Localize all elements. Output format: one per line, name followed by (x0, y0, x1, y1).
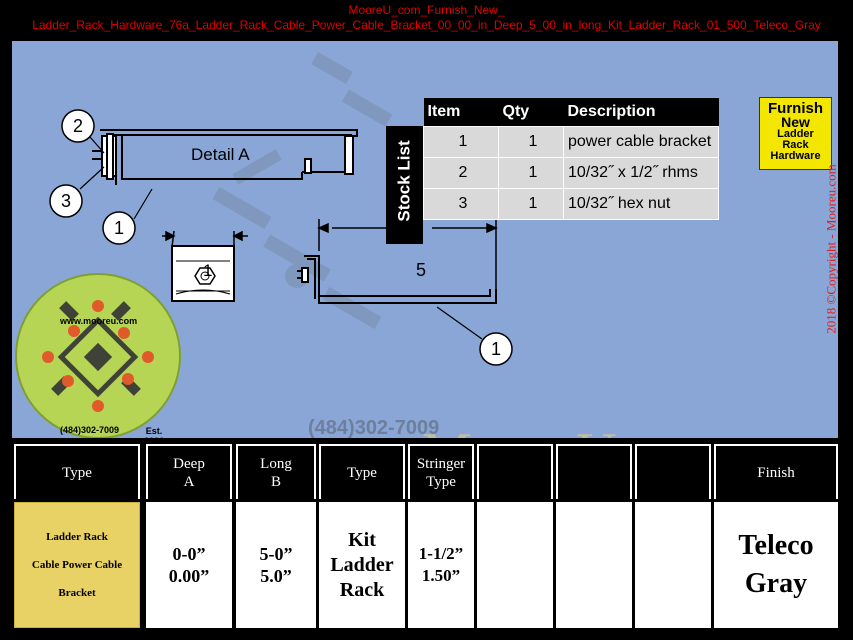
badge-line-2: New (781, 114, 810, 130)
furnish-new-badge: Furnish New Ladder Rack Hardware (759, 97, 832, 170)
value-deep-line-2: 0.00” (168, 566, 210, 586)
badge-line-4: Rack (782, 139, 809, 151)
callout-2 (61, 109, 95, 143)
logo-est-label: Est. (145, 426, 163, 436)
item-cell: 2 (423, 157, 499, 189)
leader-1a (133, 188, 153, 220)
value-deep: 0-0” 0.00” (146, 502, 232, 628)
header-blank-1 (477, 444, 553, 499)
callout-3 (49, 184, 83, 218)
value-type: Ladder Rack Cable Power Cable Bracket (14, 502, 140, 628)
callout-1b (479, 332, 513, 366)
qty-cell: 1 (498, 188, 564, 220)
callout-1a-text: 1 (114, 218, 124, 238)
value-kit-line-2: Ladder (330, 553, 394, 576)
value-finish: Teleco Gray (714, 502, 838, 628)
dim-width-label: 1 (203, 261, 213, 280)
header-long: Long B (236, 444, 316, 499)
bracket-front-view (171, 245, 235, 302)
header-deep: Deep A (146, 444, 232, 499)
value-blank-1 (477, 502, 553, 628)
watermark-brand: MooreU.com (422, 421, 732, 438)
header-type: Type (14, 444, 140, 499)
header-type-2: Type (319, 444, 405, 499)
col-qty: Qty (498, 98, 564, 127)
table-row: 2 1 10/32˝ x 1/2˝ rhms (423, 157, 719, 189)
badge-line-1: Furnish (768, 100, 823, 117)
watermark-pattern (212, 51, 393, 330)
value-stringer: 1-1/2” 1.50” (408, 502, 474, 628)
bracket-detail-a (92, 129, 358, 185)
item-cell: 3 (423, 188, 499, 220)
mooreu-logo (15, 273, 181, 438)
value-deep-line-1: 0-0” (172, 544, 206, 564)
bracket-side-view (297, 255, 497, 304)
value-stringer-line-1: 1-1/2” (418, 544, 464, 563)
header-stringer-type: Stringer Type (408, 444, 474, 499)
leader-2 (89, 136, 105, 154)
value-finish-line-2: Gray (744, 568, 808, 599)
callout-1a (102, 211, 136, 245)
value-kit-type: Kit Ladder Rack (319, 502, 405, 628)
detail-a-label: Detail A (191, 145, 250, 164)
qty-cell: 1 (498, 126, 564, 158)
callout-1b-text: 1 (491, 339, 501, 359)
value-type-line-2: Cable Power Cable (31, 559, 123, 571)
copyright-text: 2018 ©Copyright - Mooreu.com (823, 164, 838, 334)
table-row: 3 1 10/32˝ hex nut (423, 188, 719, 220)
leader-3 (79, 166, 105, 190)
stock-list-table: Item Qty Description 1 1 power cable bra… (423, 98, 719, 220)
value-long: 5-0” 5.0” (236, 502, 316, 628)
col-item: Item (423, 98, 499, 127)
value-blank-2 (556, 502, 632, 628)
badge-line-3: Ladder (777, 128, 814, 140)
value-type-line-3: Bracket (58, 587, 96, 599)
value-finish-line-1: Teleco (738, 530, 814, 561)
dim-length (317, 219, 498, 291)
header-finish: Finish (714, 444, 838, 499)
header-blank-2 (556, 444, 632, 499)
title-line-1: MooreU_com_Furnish_New_ (348, 3, 505, 17)
desc-cell: 10/32˝ x 1/2˝ rhms (563, 157, 719, 189)
stock-list-label: Stock List (394, 140, 414, 222)
table-row: 1 1 power cable bracket (423, 126, 719, 158)
title-line-2: Ladder_Rack_Hardware_76a_Ladder_Rack_Cab… (32, 18, 821, 32)
dim-width (162, 230, 248, 248)
value-long-line-2: 5.0” (260, 566, 292, 586)
bracket-drawing: 2 3 1 1 (15, 51, 513, 438)
value-kit-line-3: Rack (339, 578, 385, 601)
value-kit-line-1: Kit (348, 528, 376, 551)
watermark-phone: (484)302-7009 (308, 417, 440, 438)
qty-cell: 1 (498, 157, 564, 189)
badge-line-5: Hardware (770, 150, 821, 162)
callout-3-text: 3 (61, 191, 71, 211)
logo-established: Est. 2006 (144, 426, 164, 438)
logo-url: www.mooreu.com (60, 316, 138, 326)
value-stringer-line-2: 1.50” (421, 566, 461, 585)
col-description: Description (563, 98, 719, 127)
desc-cell: power cable bracket (563, 126, 719, 158)
stock-list-side: Stock List (386, 126, 423, 244)
logo-phone: (484)302-7009 (60, 425, 120, 435)
value-blank-3 (635, 502, 711, 628)
leader-1b (436, 306, 483, 340)
drawing-panel: 2 3 1 1 (12, 41, 838, 438)
header-blank-3 (635, 444, 711, 499)
callout-2-text: 2 (73, 116, 83, 136)
value-long-line-1: 5-0” (259, 544, 293, 564)
dim-length-label: 5 (416, 260, 427, 280)
logo-est-year: 2006 (144, 436, 164, 438)
desc-cell: 10/32˝ hex nut (563, 188, 719, 220)
item-cell: 1 (423, 126, 499, 158)
value-type-line-1: Ladder Rack (46, 531, 108, 543)
